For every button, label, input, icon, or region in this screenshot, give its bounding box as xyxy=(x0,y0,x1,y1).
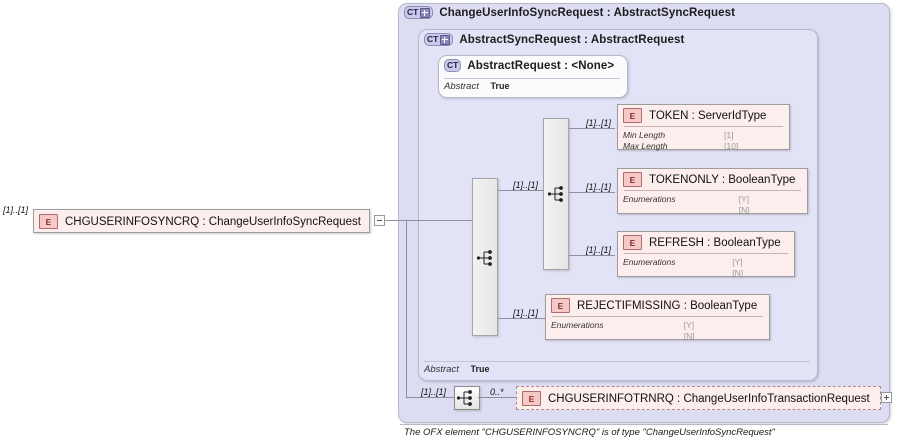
facet-key: Min Length xyxy=(623,130,666,140)
sequence-icon-outer[interactable] xyxy=(476,248,496,268)
connector-to-trn-sequence xyxy=(406,397,454,398)
facet-key: Max Length xyxy=(623,141,668,151)
cardinality-token: [1]..[1] xyxy=(586,118,612,128)
element-box-tokenonly[interactable]: E TOKENONLY : BooleanType Enumerations [… xyxy=(617,168,808,215)
element-header-chguserinfosyncrq: E CHGUSERINFOSYNCRQ : ChangeUserInfoSync… xyxy=(34,210,369,232)
abstract-separator-mid xyxy=(424,361,810,362)
element-label: TOKENONLY : BooleanType xyxy=(649,173,796,186)
element-icon: E xyxy=(623,235,642,250)
ct-badge-text: CT xyxy=(427,34,439,44)
element-box-chguserinfosyncrq[interactable]: E CHGUSERINFOSYNCRQ : ChangeUserInfoSync… xyxy=(33,209,370,233)
facet-key: Enumerations xyxy=(551,320,604,330)
cardinality-inner-sequence: [1]..[1] xyxy=(513,180,539,190)
divider xyxy=(624,253,788,254)
complextype-title-changeuserinfosyncrequest: CT ChangeUserInfoSyncRequest : AbstractS… xyxy=(404,6,735,19)
facet-key: Enumerations xyxy=(623,194,676,204)
abstract-key: Abstract xyxy=(424,364,459,375)
facet-value: [Y] [N] xyxy=(738,194,750,215)
abstract-value: True xyxy=(490,81,510,91)
sequence-icon-transaction[interactable] xyxy=(454,386,480,410)
complextype-label-mid: AbstractSyncRequest : AbstractRequest xyxy=(459,33,685,46)
element-label: CHGUSERINFOTRNRQ : ChangeUserInfoTransac… xyxy=(548,392,870,405)
abstract-row-abstractsyncrequest: Abstract True xyxy=(424,364,490,375)
element-header-tokenonly: E TOKENONLY : BooleanType xyxy=(618,169,807,190)
facet-value: [1] xyxy=(724,130,734,140)
element-box-rejectifmissing[interactable]: E REJECTIFMISSING : BooleanType Enumerat… xyxy=(545,294,770,341)
sequence-icon-inner[interactable] xyxy=(547,184,567,204)
element-icon: E xyxy=(522,391,541,406)
connector-outer-to-inner-bar xyxy=(498,190,543,191)
cardinality-trn-sequence: [1]..[1] xyxy=(421,387,447,397)
ct-badge-text: CT xyxy=(407,7,419,17)
complextype-container-abstractrequest xyxy=(438,55,628,98)
cardinality-root: [1]..[1] xyxy=(3,205,29,215)
element-header-rejectifmissing: E REJECTIFMISSING : BooleanType xyxy=(546,295,769,316)
abstract-key: Abstract xyxy=(444,81,479,92)
facets-tokenonly: Enumerations [Y] [N] xyxy=(618,191,807,220)
cardinality-rejectifmissing: [1]..[1] xyxy=(513,308,539,318)
element-icon: E xyxy=(551,298,570,313)
facets-token: Min Length [1] Max Length [10] xyxy=(618,127,789,156)
divider xyxy=(552,316,763,317)
abstract-row-abstractrequest: Abstract True xyxy=(444,81,510,92)
facet-value: [Y] [N] xyxy=(732,257,744,278)
divider xyxy=(624,126,783,127)
element-label: REJECTIFMISSING : BooleanType xyxy=(577,299,758,312)
connector-inner-to-refresh xyxy=(569,255,615,256)
cardinality-refresh: [1]..[1] xyxy=(586,245,612,255)
connector-outer-to-rejectifmissing xyxy=(498,318,545,319)
expand-toggle-chguserinfotrnrq[interactable] xyxy=(881,392,892,403)
complextype-label-outer: ChangeUserInfoSyncRequest : AbstractSync… xyxy=(439,6,736,19)
ct-plus-badge-outer[interactable]: CT xyxy=(404,6,434,19)
cardinality-chguserinfotrnrq: 0..* xyxy=(490,387,504,397)
footer-note: The OFX element "CHGUSERINFOSYNCRQ" is o… xyxy=(404,427,775,438)
connector-trn-sequence-to-element xyxy=(478,397,518,398)
facet-value: [Y] [N] xyxy=(683,320,695,341)
abstract-separator-inner xyxy=(444,78,620,79)
complextype-title-abstractrequest: CT AbstractRequest : <None> xyxy=(444,59,614,72)
connector-root-to-sequence xyxy=(385,220,483,221)
connector-root-vertical-drop xyxy=(406,220,407,397)
element-box-refresh[interactable]: E REFRESH : BooleanType Enumerations [Y]… xyxy=(617,231,795,278)
element-label: CHGUSERINFOSYNCRQ : ChangeUserInfoSyncRe… xyxy=(65,215,361,228)
facet-key: Enumerations xyxy=(623,257,676,267)
element-label: REFRESH : BooleanType xyxy=(649,236,781,249)
connector-inner-to-tokenonly xyxy=(569,192,615,193)
ct-badge-text: CT xyxy=(447,60,459,70)
cardinality-tokenonly: [1]..[1] xyxy=(586,182,612,192)
element-icon: E xyxy=(39,214,58,229)
abstract-value: True xyxy=(470,364,490,374)
complextype-title-abstractsyncrequest: CT AbstractSyncRequest : AbstractRequest xyxy=(424,33,684,46)
element-box-chguserinfotrnrq[interactable]: E CHGUSERINFOTRNRQ : ChangeUserInfoTrans… xyxy=(516,386,881,410)
element-box-token[interactable]: E TOKEN : ServerIdType Min Length [1] Ma… xyxy=(617,104,790,151)
element-icon: E xyxy=(623,108,642,123)
element-label: TOKEN : ServerIdType xyxy=(649,109,767,122)
divider xyxy=(624,190,801,191)
element-header-token: E TOKEN : ServerIdType xyxy=(618,105,789,126)
plus-icon[interactable] xyxy=(420,7,431,18)
connector-inner-to-token xyxy=(569,128,615,129)
footer-divider xyxy=(400,424,888,425)
element-header-chguserinfotrnrq: E CHGUSERINFOTRNRQ : ChangeUserInfoTrans… xyxy=(517,387,880,409)
collapse-toggle-chguserinfosyncrq[interactable] xyxy=(374,215,385,226)
element-icon: E xyxy=(623,172,642,187)
element-header-refresh: E REFRESH : BooleanType xyxy=(618,232,794,253)
model-group-bar-outer xyxy=(472,178,498,336)
ct-badge-inner[interactable]: CT xyxy=(444,59,462,72)
ct-plus-badge-mid[interactable]: CT xyxy=(424,33,454,46)
facets-refresh: Enumerations [Y] [N] xyxy=(618,254,794,283)
facets-rejectifmissing: Enumerations [Y] [N] xyxy=(546,317,769,346)
complextype-label-inner: AbstractRequest : <None> xyxy=(467,59,615,72)
facet-value: [10] xyxy=(724,141,739,151)
plus-icon[interactable] xyxy=(440,34,451,45)
